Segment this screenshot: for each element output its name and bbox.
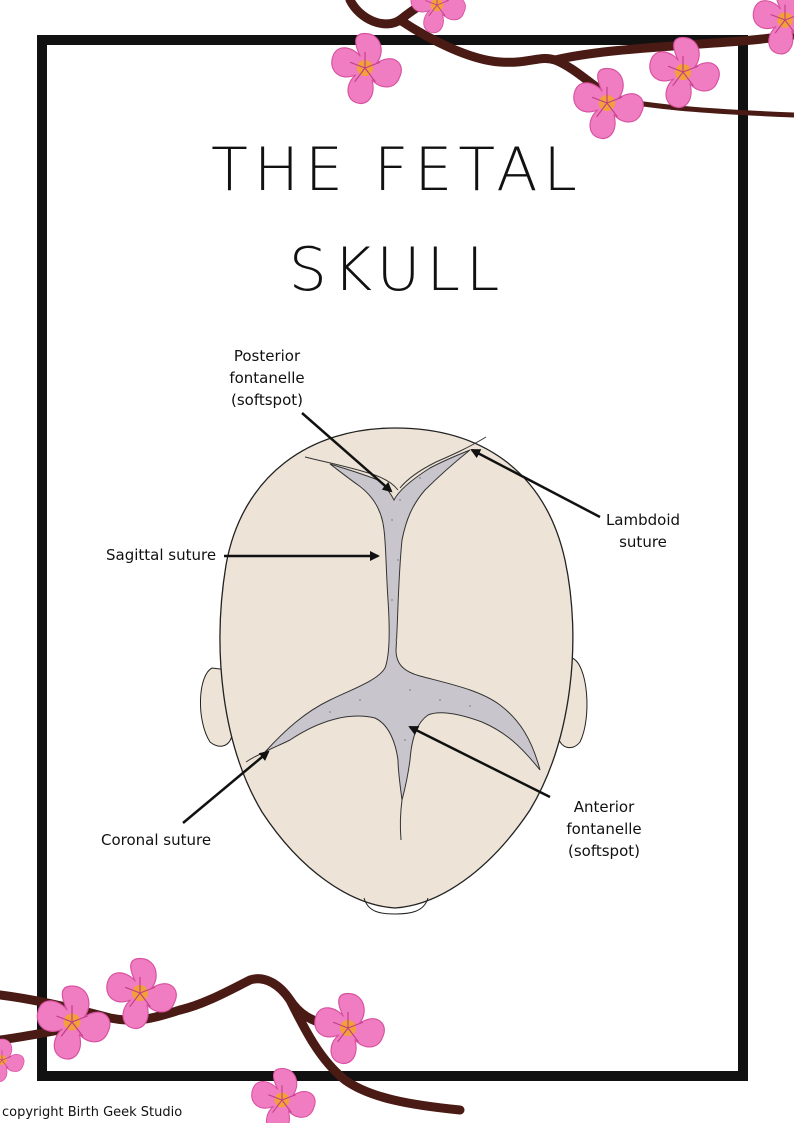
anterior-fontanelle-label: Anterior fontanelle (softspot)	[566, 798, 642, 860]
page-title-line-1: THE FETAL	[211, 135, 583, 205]
fontanelle-shape	[264, 449, 541, 801]
lambdoid-suture-label: Lambdoid suture	[605, 511, 681, 551]
top-branch	[345, 0, 794, 118]
sagittal-suture-label: Sagittal suture	[106, 546, 217, 564]
arrow-icon	[182, 750, 270, 824]
page-title-line-2: SKULL	[288, 235, 506, 305]
arrow-icon	[301, 412, 393, 493]
bottom-branch	[0, 974, 465, 1115]
coronal-suture-label: Coronal suture	[101, 831, 212, 849]
arrow-icon	[470, 448, 601, 519]
posterior-fontanelle-label: Posterior fontanelle (softspot)	[229, 347, 305, 409]
nose	[363, 897, 429, 915]
copyright-notice: copyright Birth Geek Studio	[2, 1105, 183, 1120]
arrow-icon	[408, 725, 551, 799]
lambdoid-suture-right	[399, 436, 487, 489]
frontal-suture	[399, 799, 403, 841]
page-frame	[37, 35, 748, 1081]
